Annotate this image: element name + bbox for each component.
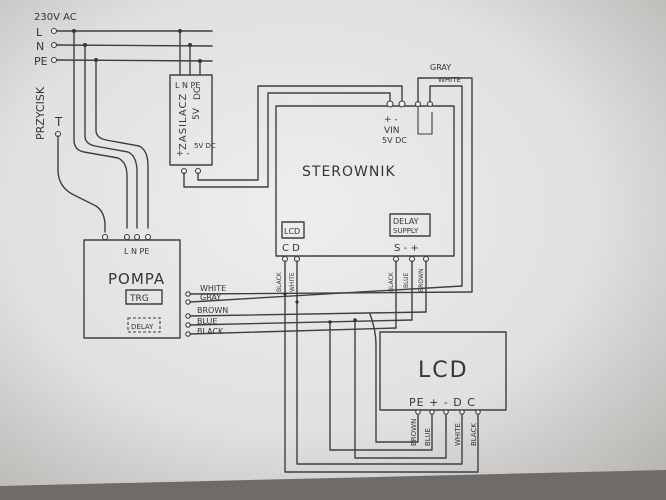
- controller-vin-terminal-signs: + -: [384, 115, 398, 125]
- pump-trigger-block: [125, 289, 163, 305]
- mains-neutral-label: N: [36, 40, 44, 53]
- pump-top-terminals: [101, 233, 152, 241]
- paper-shadow-edge: [0, 470, 666, 500]
- supply-output-terminals: + -: [176, 149, 190, 159]
- lcd-wire-color-blue: BLUE: [424, 428, 432, 446]
- controller-relay-wire-color-blue: BLUE: [403, 272, 410, 288]
- pump-signal-wires: [189, 285, 473, 335]
- controller-vin-terminals: [386, 100, 434, 108]
- switch-name: PRZYCISK: [34, 86, 47, 140]
- controller-to-lcd-wires: [283, 260, 479, 473]
- lcd-name: LCD: [418, 358, 469, 383]
- pump-box: [83, 239, 181, 339]
- pump-delay-label: DELAY: [131, 323, 154, 331]
- lcd-box: [379, 331, 507, 411]
- pump-mains-feeds: [73, 30, 149, 229]
- mains-title: 230V AC: [34, 12, 77, 23]
- mains-earth-label: PE: [34, 55, 48, 68]
- supply-name: ZASILACZ: [178, 93, 189, 150]
- pump-wire-label-brown: BROWN: [197, 306, 228, 315]
- supply-output-voltage: 5V: [192, 107, 202, 120]
- pump-trigger-label: TRG: [129, 294, 149, 304]
- lcd-terminal-points: [415, 409, 481, 415]
- controller-vin-spec: 5V DC: [382, 136, 407, 145]
- controller-relay-wire-color-black: BLACK: [388, 271, 395, 292]
- pump-wire-label-black: BLACK: [197, 327, 224, 336]
- mains-line-label: L: [36, 26, 43, 39]
- controller-lcd-terminals: C D: [282, 243, 300, 254]
- supply-side-label: 5V DC: [194, 142, 216, 150]
- supply-box: [169, 74, 213, 166]
- supply-mains-feeds: [179, 30, 201, 75]
- lcd-wire-color-black: BLACK: [470, 423, 478, 446]
- pump-delay-block: [127, 317, 161, 333]
- controller-top-wire-gray: GRAY: [430, 63, 451, 72]
- controller-relay-wire-color-brown: BROWN: [418, 269, 425, 292]
- lcd-wire-color-brown: BROWN: [410, 419, 418, 446]
- pump-wire-label-blue: BLUE: [197, 317, 217, 326]
- lcd-wire-color-white: WHITE: [454, 423, 462, 446]
- controller-top-wires: [417, 77, 473, 293]
- controller-vin-label: VIN: [384, 126, 400, 136]
- controller-relay-block-line1: DELAY: [393, 217, 419, 226]
- controller-relay-terminals: S - +: [394, 243, 419, 254]
- pump-terminals: L N PE: [124, 247, 149, 256]
- supply-input-terminals: L N PE: [175, 81, 200, 90]
- switch-wire: [54, 130, 106, 233]
- pump-name: POMPA: [108, 270, 165, 288]
- mains-bus-lines: [50, 27, 213, 64]
- controller-name: STEROWNIK: [302, 164, 396, 180]
- supply-output-wires: [180, 85, 403, 188]
- pump-wire-label-white: WHITE: [200, 284, 226, 293]
- controller-relay-block-line2: SUPPLY: [393, 227, 419, 235]
- pump-wire-label-gray: GRAY: [200, 293, 221, 302]
- pump-to-lcd-wires: [328, 313, 447, 459]
- controller-lcd-block: [281, 221, 305, 239]
- switch-terminal-label: T: [54, 115, 63, 129]
- controller-lcd-block-label: LCD: [284, 227, 300, 236]
- controller-top-wire-white: WHITE: [438, 76, 461, 84]
- controller-box: [275, 105, 455, 257]
- controller-lcd-wire-color-black: BLACK: [276, 271, 283, 292]
- controller-lcd-wire-color-white: WHITE: [289, 272, 296, 292]
- supply-dc-label: DC: [193, 87, 203, 100]
- controller-relay-block: [389, 213, 431, 237]
- lcd-terminals: PE + - D C: [409, 396, 476, 409]
